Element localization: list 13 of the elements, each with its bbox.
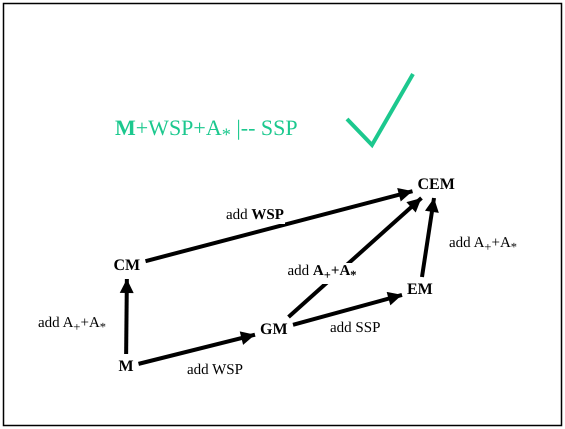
- edge-label: add A$_{+}$+A$_{*}$: [286, 262, 358, 284]
- state-label: CEM: [416, 175, 457, 195]
- state-label: CM: [112, 256, 142, 276]
- arrow: [120, 278, 134, 354]
- arrow: [138, 331, 256, 366]
- title-formula: M+WSP+A$_{*}$ |-- SSP: [115, 115, 298, 146]
- state-label: GM: [258, 320, 290, 340]
- edge-label: add WSP: [225, 206, 285, 224]
- arrow: [145, 188, 413, 264]
- arrow: [420, 198, 439, 278]
- state-label: EM: [405, 280, 435, 300]
- arrow: [292, 292, 403, 327]
- state-label: M: [116, 357, 136, 377]
